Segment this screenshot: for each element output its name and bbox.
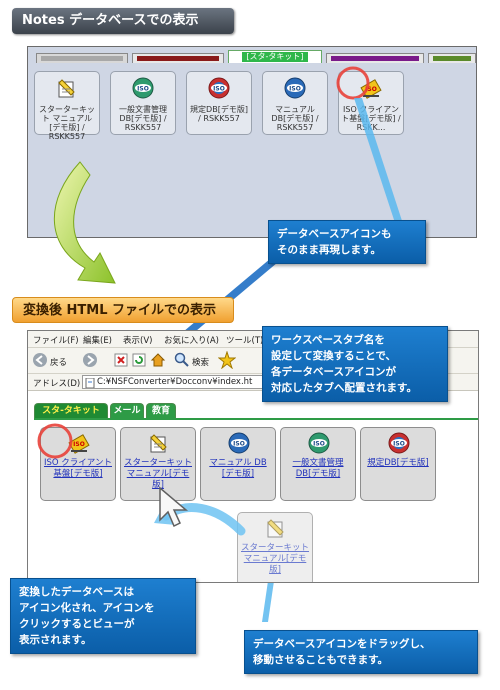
pointer-notes-icon	[354, 98, 405, 232]
callout-line: アイコン化され、アイコンを	[19, 602, 155, 614]
back-button-label[interactable]: 戻る	[50, 358, 68, 368]
home-icon[interactable]	[150, 352, 166, 368]
browser-window: ファイル(F) 編集(E) 表示(V) お気に入り(A) ツール(T) 戻る 検…	[27, 330, 479, 583]
menu-favorites[interactable]: お気に入り(A)	[164, 336, 219, 346]
callout-drag-move: データベースアイコンをドラッグし、 移動させることもできます。	[244, 630, 478, 674]
html-icon-label[interactable]: ISO クライアント基盤[デモ版]	[44, 458, 112, 479]
note-pad-icon	[58, 79, 75, 98]
html-db-icon-starter-manual[interactable]: スターターキット マニュアル[デモ版]	[120, 427, 196, 501]
callout-line: 対応したタブへ配置されます。	[271, 382, 417, 394]
callout-line: 移動させることもできます。	[253, 654, 389, 666]
html-icon-label[interactable]: マニュアル DB [デモ版]	[209, 458, 267, 479]
page-content: スタ-タキット メール 教育 ISO ISO クライアント基盤[デモ版] スター…	[28, 391, 478, 582]
notes-window: [スタ-タキット] スターターキット マニュアル[デモ版] / RSKK557 …	[27, 46, 477, 238]
tab-mail[interactable]: メール	[110, 403, 144, 418]
notes-tab-starter-label: [スタ-タキット]	[242, 52, 308, 62]
notes-tab-1[interactable]	[36, 53, 128, 63]
drag-ghost-label: スターターキット マニュアル[デモ版]	[241, 543, 310, 575]
tab-starter-kit[interactable]: スタ-タキット	[34, 403, 108, 418]
tab-education[interactable]: 教育	[146, 403, 176, 418]
callout-workspace-tab: ワークスペースタブ名を 設定して変換することで、 各データベースアイコンが 対応…	[262, 326, 448, 402]
callout-line: クリックするとビューが	[19, 618, 135, 630]
address-label: アドレス(D)	[33, 379, 81, 389]
forward-arrow-icon[interactable]	[82, 352, 98, 368]
highlight-circle	[336, 66, 370, 100]
callout-line: 設定して変換することで、	[271, 350, 396, 362]
svg-text:ISO: ISO	[233, 441, 245, 448]
svg-text:ISO: ISO	[213, 86, 225, 93]
notes-db-icon-manual[interactable]: ISO マニュアル DB[デモ版] / RSKK557	[262, 71, 328, 135]
svg-text:ISO: ISO	[289, 86, 301, 93]
menu-view[interactable]: 表示(V)	[123, 336, 153, 346]
page-icon	[85, 378, 95, 388]
svg-text:ISO: ISO	[313, 441, 325, 448]
note-pad-icon	[267, 519, 284, 538]
html-icon-label[interactable]: 一般文書管理 DB[デモ版]	[292, 458, 344, 479]
svg-text:ISO: ISO	[137, 86, 149, 93]
note-pad-icon	[150, 434, 167, 453]
search-icon[interactable]	[174, 352, 190, 368]
iso-globe-icon: ISO	[284, 77, 306, 99]
notes-db-icon-starter-manual[interactable]: スターターキット マニュアル[デモ版] / RSKK557	[34, 71, 100, 141]
refresh-icon[interactable]	[132, 353, 146, 367]
svg-text:ISO: ISO	[393, 441, 405, 448]
iso-globe-icon: ISO	[228, 432, 250, 454]
stop-icon[interactable]	[114, 353, 128, 367]
iso-globe-icon: ISO	[308, 432, 330, 454]
menu-edit[interactable]: 編集(E)	[83, 336, 113, 346]
notes-db-icon-general-docs[interactable]: ISO 一般文書管理 DB[デモ版] / RSKK557	[110, 71, 176, 135]
search-button-label[interactable]: 検索	[192, 358, 210, 368]
menu-tools[interactable]: ツール(T)	[226, 336, 264, 346]
callout-db-icon: データベースアイコンも そのまま再現します。	[268, 220, 426, 264]
callout-line: そのまま再現します。	[277, 244, 381, 256]
iso-globe-red-icon: ISO	[208, 77, 230, 99]
notes-tab-4[interactable]	[326, 53, 424, 63]
callout-line: データベースアイコンをドラッグし、	[253, 638, 431, 650]
html-db-icon-client-base[interactable]: ISO ISO クライアント基盤[デモ版]	[40, 427, 116, 501]
menu-file[interactable]: ファイル(F)	[33, 336, 79, 346]
notes-icon-label: 規定DB[デモ版] / RSKK557	[190, 105, 248, 123]
address-value: C:¥NSFConverter¥Docconv¥index.ht	[97, 377, 253, 387]
callout-line: ワークスペースタブ名を	[271, 334, 385, 346]
callout-line: 表示されます。	[19, 634, 92, 646]
big-arrow-icon	[53, 161, 116, 284]
notes-icon-label: 一般文書管理 DB[デモ版] / RSKK557	[119, 105, 167, 132]
notes-tab-2[interactable]	[132, 53, 224, 63]
notes-tab-5[interactable]	[428, 53, 476, 63]
notes-tab-starter[interactable]: [スタ-タキット]	[228, 50, 322, 63]
callout-click-view: 変換したデータベースは アイコン化され、アイコンを クリックするとビューが 表示…	[10, 578, 196, 654]
iso-globe-red-icon: ISO	[388, 432, 410, 454]
callout-line: データベースアイコンも	[277, 228, 392, 240]
iso-folder-icon: ISO	[68, 434, 90, 454]
notes-icon-label: マニュアル DB[デモ版] / RSKK557	[271, 105, 319, 132]
html-db-icon-general-docs[interactable]: ISO 一般文書管理 DB[デモ版]	[280, 427, 356, 501]
svg-text:ISO: ISO	[73, 441, 85, 448]
address-input[interactable]: C:¥NSFConverter¥Docconv¥index.ht	[82, 375, 282, 389]
tab-underline	[34, 418, 478, 420]
notes-view-header: Notes データベースでの表示	[12, 8, 234, 34]
html-db-icon-manual[interactable]: ISO マニュアル DB [デモ版]	[200, 427, 276, 501]
html-view-header: 変換後 HTML ファイルでの表示	[12, 297, 234, 323]
html-icon-label[interactable]: 規定DB[デモ版]	[367, 458, 429, 468]
drag-ghost-icon[interactable]: スターターキット マニュアル[デモ版]	[237, 512, 313, 582]
pointer-drag	[262, 581, 274, 622]
notes-db-icon-rules[interactable]: ISO 規定DB[デモ版] / RSKK557	[186, 71, 252, 135]
back-arrow-icon[interactable]	[32, 352, 48, 368]
html-icon-label[interactable]: スターターキット マニュアル[デモ版]	[124, 458, 193, 490]
iso-globe-icon: ISO	[132, 77, 154, 99]
mouse-cursor-icon	[159, 486, 189, 528]
notes-icon-label: スターターキット マニュアル[デモ版] / RSKK557	[39, 105, 95, 141]
html-db-icon-rules[interactable]: ISO 規定DB[デモ版]	[360, 427, 436, 501]
svg-text:ISO: ISO	[365, 86, 377, 93]
callout-line: 各データベースアイコンが	[271, 366, 396, 378]
highlight-circle	[37, 423, 73, 459]
callout-line: 変換したデータベースは	[19, 586, 134, 598]
favorites-star-icon[interactable]	[218, 351, 236, 369]
